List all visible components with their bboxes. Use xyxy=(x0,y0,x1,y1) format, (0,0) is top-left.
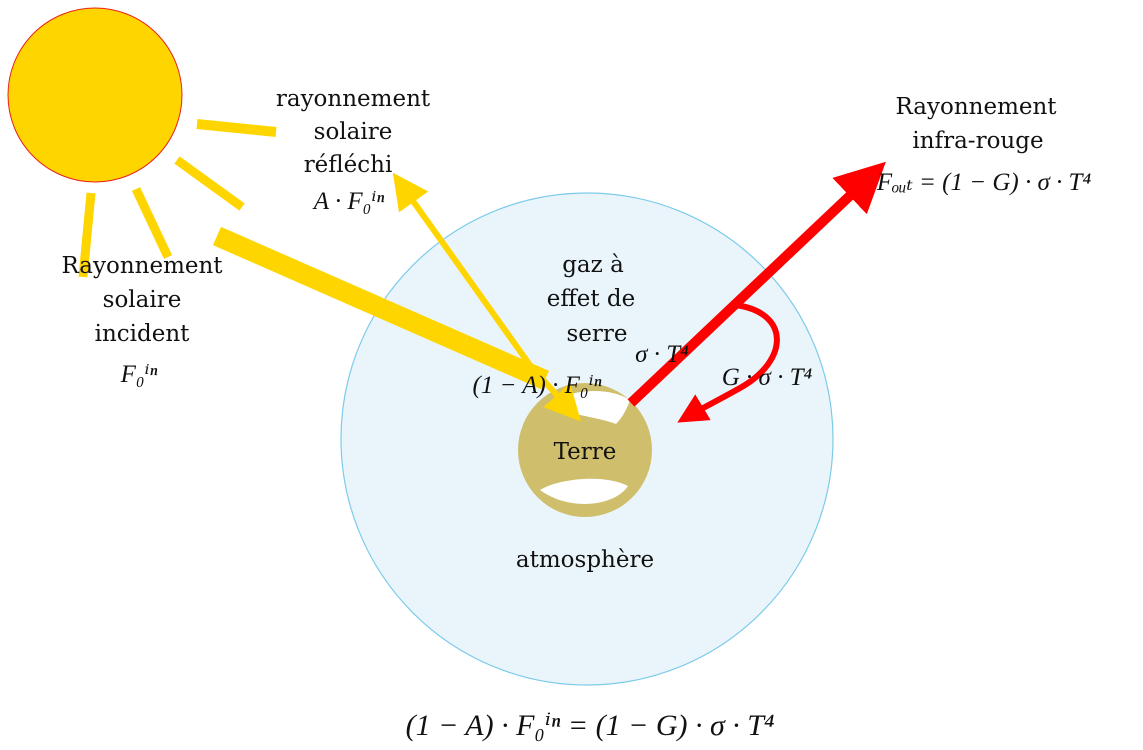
ghg-line-3: serre xyxy=(566,321,627,347)
incident-formula: F₀ⁱⁿ xyxy=(120,361,158,388)
absorbed-label: (1 − A) · F₀ⁱⁿ xyxy=(473,372,602,399)
incident-solar-beam xyxy=(212,226,550,390)
ghg-line-1: gaz à xyxy=(562,252,624,278)
sun-ray xyxy=(174,156,245,211)
ghg-label: gaz à effet de serre xyxy=(547,252,635,347)
sun-rays xyxy=(78,119,277,278)
sun-ray xyxy=(196,119,277,137)
emitted-label: σ · T⁴ xyxy=(635,341,689,368)
infrared-line-2: infra-rouge xyxy=(912,128,1043,154)
earth-white-bottom xyxy=(540,478,628,504)
infrared-formula: Fₒᵤₜ = (1 − G) · σ · T⁴ xyxy=(876,169,1092,196)
outgoing-infrared-arrow xyxy=(627,161,886,407)
incident-line-3: incident xyxy=(95,321,191,347)
reflected-formula: A · F₀ⁱⁿ xyxy=(312,188,385,215)
sun xyxy=(7,7,183,183)
incident-line-1: Rayonnement xyxy=(61,253,223,279)
incident-line-2: solaire xyxy=(103,287,182,313)
infrared-label: Rayonnement infra-rouge Fₒᵤₜ = (1 − G) ·… xyxy=(876,94,1092,196)
reflected-line-1: rayonnement xyxy=(276,86,431,112)
incident-label: Rayonnement solaire incident F₀ⁱⁿ xyxy=(61,253,223,388)
back-radiation-arrow xyxy=(677,302,780,423)
earth-label: Terre xyxy=(554,439,617,465)
sun-ray xyxy=(78,192,96,278)
sun-ray xyxy=(131,187,173,259)
reflected-line-3: réfléchi xyxy=(304,152,393,178)
reflected-line-2: solaire xyxy=(314,119,393,145)
ghg-line-2: effet de xyxy=(547,286,635,312)
energy-balance-equation: (1 − A) · F₀ⁱⁿ = (1 − G) · σ · T⁴ xyxy=(406,709,775,742)
reflected-label: rayonnement solaire réfléchi A · F₀ⁱⁿ xyxy=(276,86,431,215)
atmosphere-label: atmosphère xyxy=(516,547,654,573)
back-radiation-label: G · σ · T⁴ xyxy=(722,364,813,391)
reflected-solar-beam-arrow xyxy=(392,172,540,377)
infrared-line-1: Rayonnement xyxy=(895,94,1057,120)
